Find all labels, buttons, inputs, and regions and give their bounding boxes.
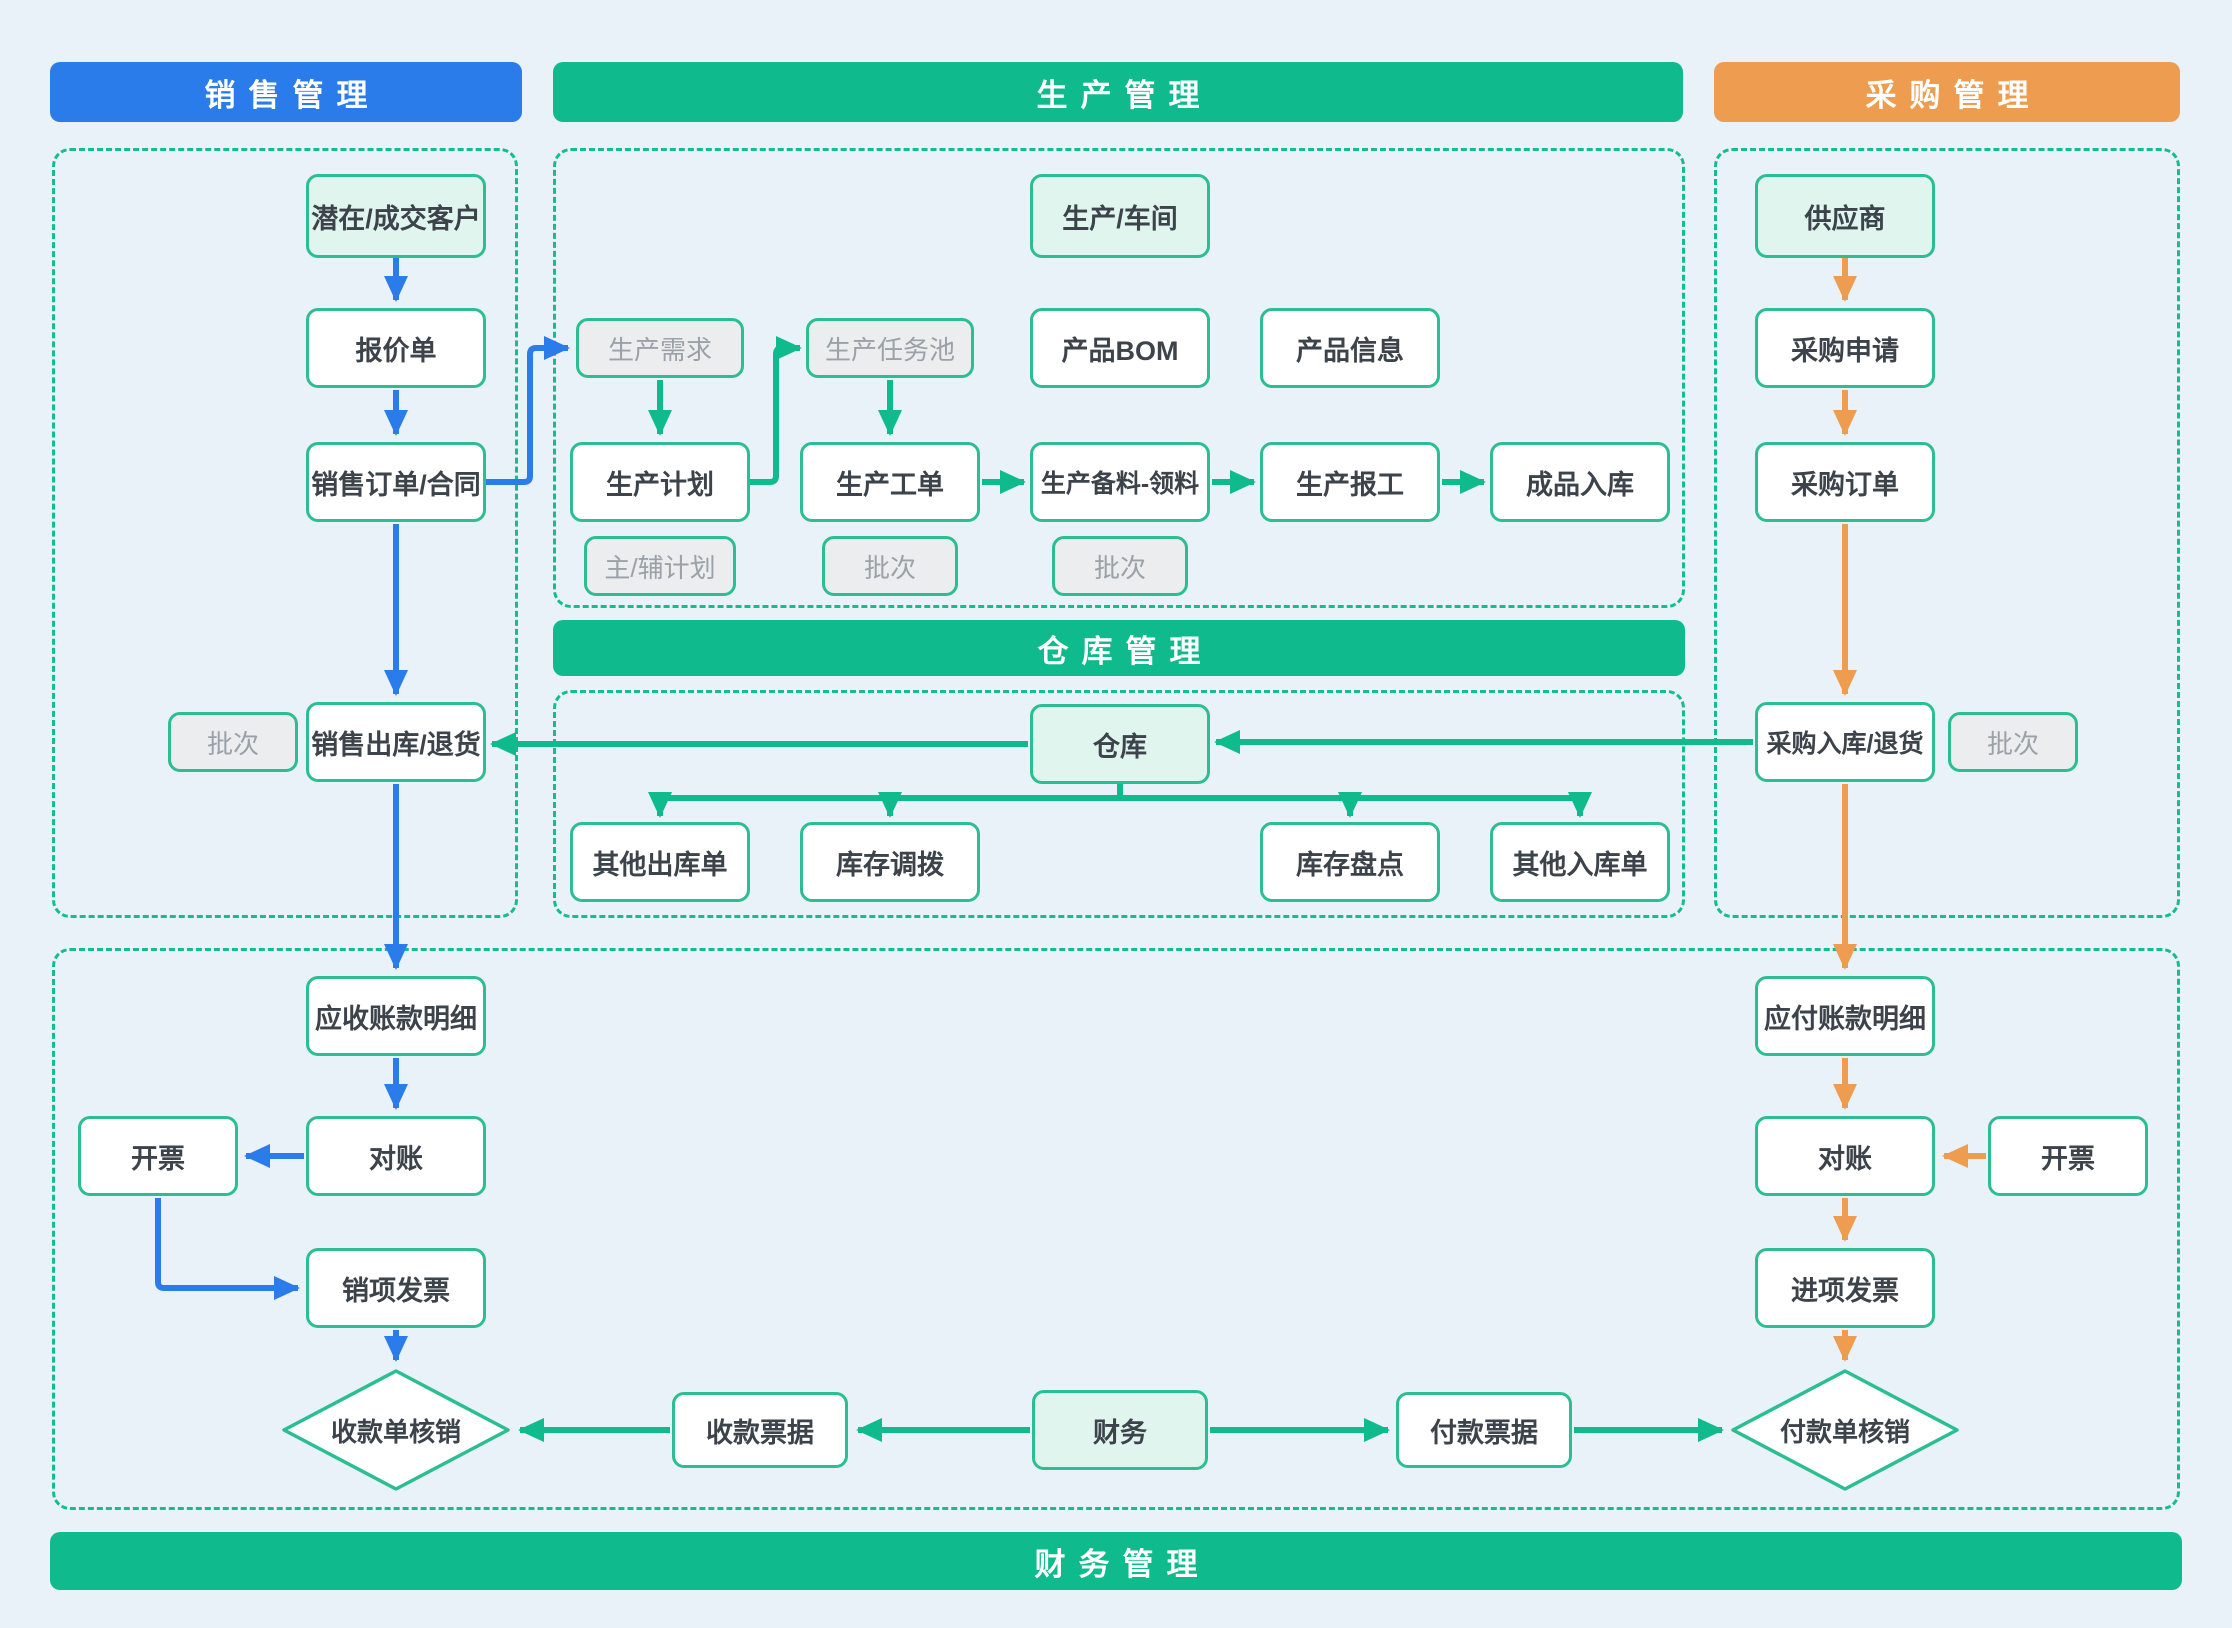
purchase-group-container [1714,148,2180,918]
node-sales-invoice: 销项发票 [306,1248,486,1328]
payment-writeoff-label: 付款单核销 [1779,1416,1910,1447]
node-ar-invoicing: 开票 [78,1116,238,1196]
warehouse-group-container [553,690,1685,918]
node-purchase-order: 采购订单 [1755,442,1935,522]
node-prod-report: 生产报工 [1260,442,1440,522]
node-other-inbound: 其他入库单 [1490,822,1670,902]
node-receipt-writeoff: 收款单核销 [281,1368,511,1492]
node-inventory-count: 库存盘点 [1260,822,1440,902]
node-prod-task-pool: 生产任务池 [806,318,974,378]
tag-main-aux-plan: 主/辅计划 [584,536,736,596]
sales-group-container [52,148,518,918]
tag-purchase-batch: 批次 [1948,712,2078,772]
node-finished-inbound: 成品入库 [1490,442,1670,522]
node-payment-note: 付款票据 [1396,1392,1572,1468]
node-customer: 潜在/成交客户 [306,174,486,258]
tag-sales-batch: 批次 [168,712,298,772]
receipt-writeoff-label: 收款单核销 [330,1416,461,1447]
node-prod-demand: 生产需求 [576,318,744,378]
node-other-outbound: 其他出库单 [570,822,750,902]
node-inventory-transfer: 库存调拨 [800,822,980,902]
node-payment-writeoff: 付款单核销 [1730,1368,1960,1492]
receipt-writeoff-diamond-shape [282,1369,510,1491]
node-workshop: 生产/车间 [1030,174,1210,258]
payment-writeoff-diamond-shape [1731,1369,1959,1491]
node-product-info: 产品信息 [1260,308,1440,388]
node-purchase-request: 采购申请 [1755,308,1935,388]
tag-work-order-batch: 批次 [822,536,958,596]
node-ap-reconciliation: 对账 [1755,1116,1935,1196]
arrow-salesorder-to-proddemand [486,336,570,485]
production-group-container [553,148,1685,608]
node-ap-detail: 应付账款明细 [1755,976,1935,1056]
node-supplier: 供应商 [1755,174,1935,258]
node-sales-order: 销售订单/合同 [306,442,486,522]
node-receipt-note: 收款票据 [672,1392,848,1468]
node-ar-detail: 应收账款明细 [306,976,486,1056]
node-purchase-inbound: 采购入库/退货 [1755,702,1935,782]
production-header: 生产管理 [553,62,1683,122]
finance-header: 财务管理 [50,1532,2182,1590]
node-warehouse: 仓库 [1030,704,1210,784]
node-quotation: 报价单 [306,308,486,388]
node-prod-plan: 生产计划 [570,442,750,522]
purchase-header: 采购管理 [1714,62,2180,122]
sales-header: 销售管理 [50,62,522,122]
arrow-warehouse-to-otherout [648,792,1120,818]
tag-picking-batch: 批次 [1052,536,1188,596]
node-prod-work-order: 生产工单 [800,442,980,522]
node-ap-invoicing: 开票 [1988,1116,2148,1196]
node-product-bom: 产品BOM [1030,308,1210,388]
arrow-arinvoicing-to-salesinvoice [155,1198,300,1300]
node-purchase-invoice: 进项发票 [1755,1248,1935,1328]
warehouse-header: 仓库管理 [553,620,1685,676]
node-sales-outbound: 销售出库/退货 [306,702,486,782]
arrow-prodplan-to-taskpool [750,336,802,485]
node-finance: 财务 [1032,1390,1208,1470]
node-ar-reconciliation: 对账 [306,1116,486,1196]
node-prod-picking: 生产备料-领料 [1030,442,1210,522]
arrow-warehouse-to-otherin [1120,792,1592,818]
finance-group-container [52,948,2180,1510]
